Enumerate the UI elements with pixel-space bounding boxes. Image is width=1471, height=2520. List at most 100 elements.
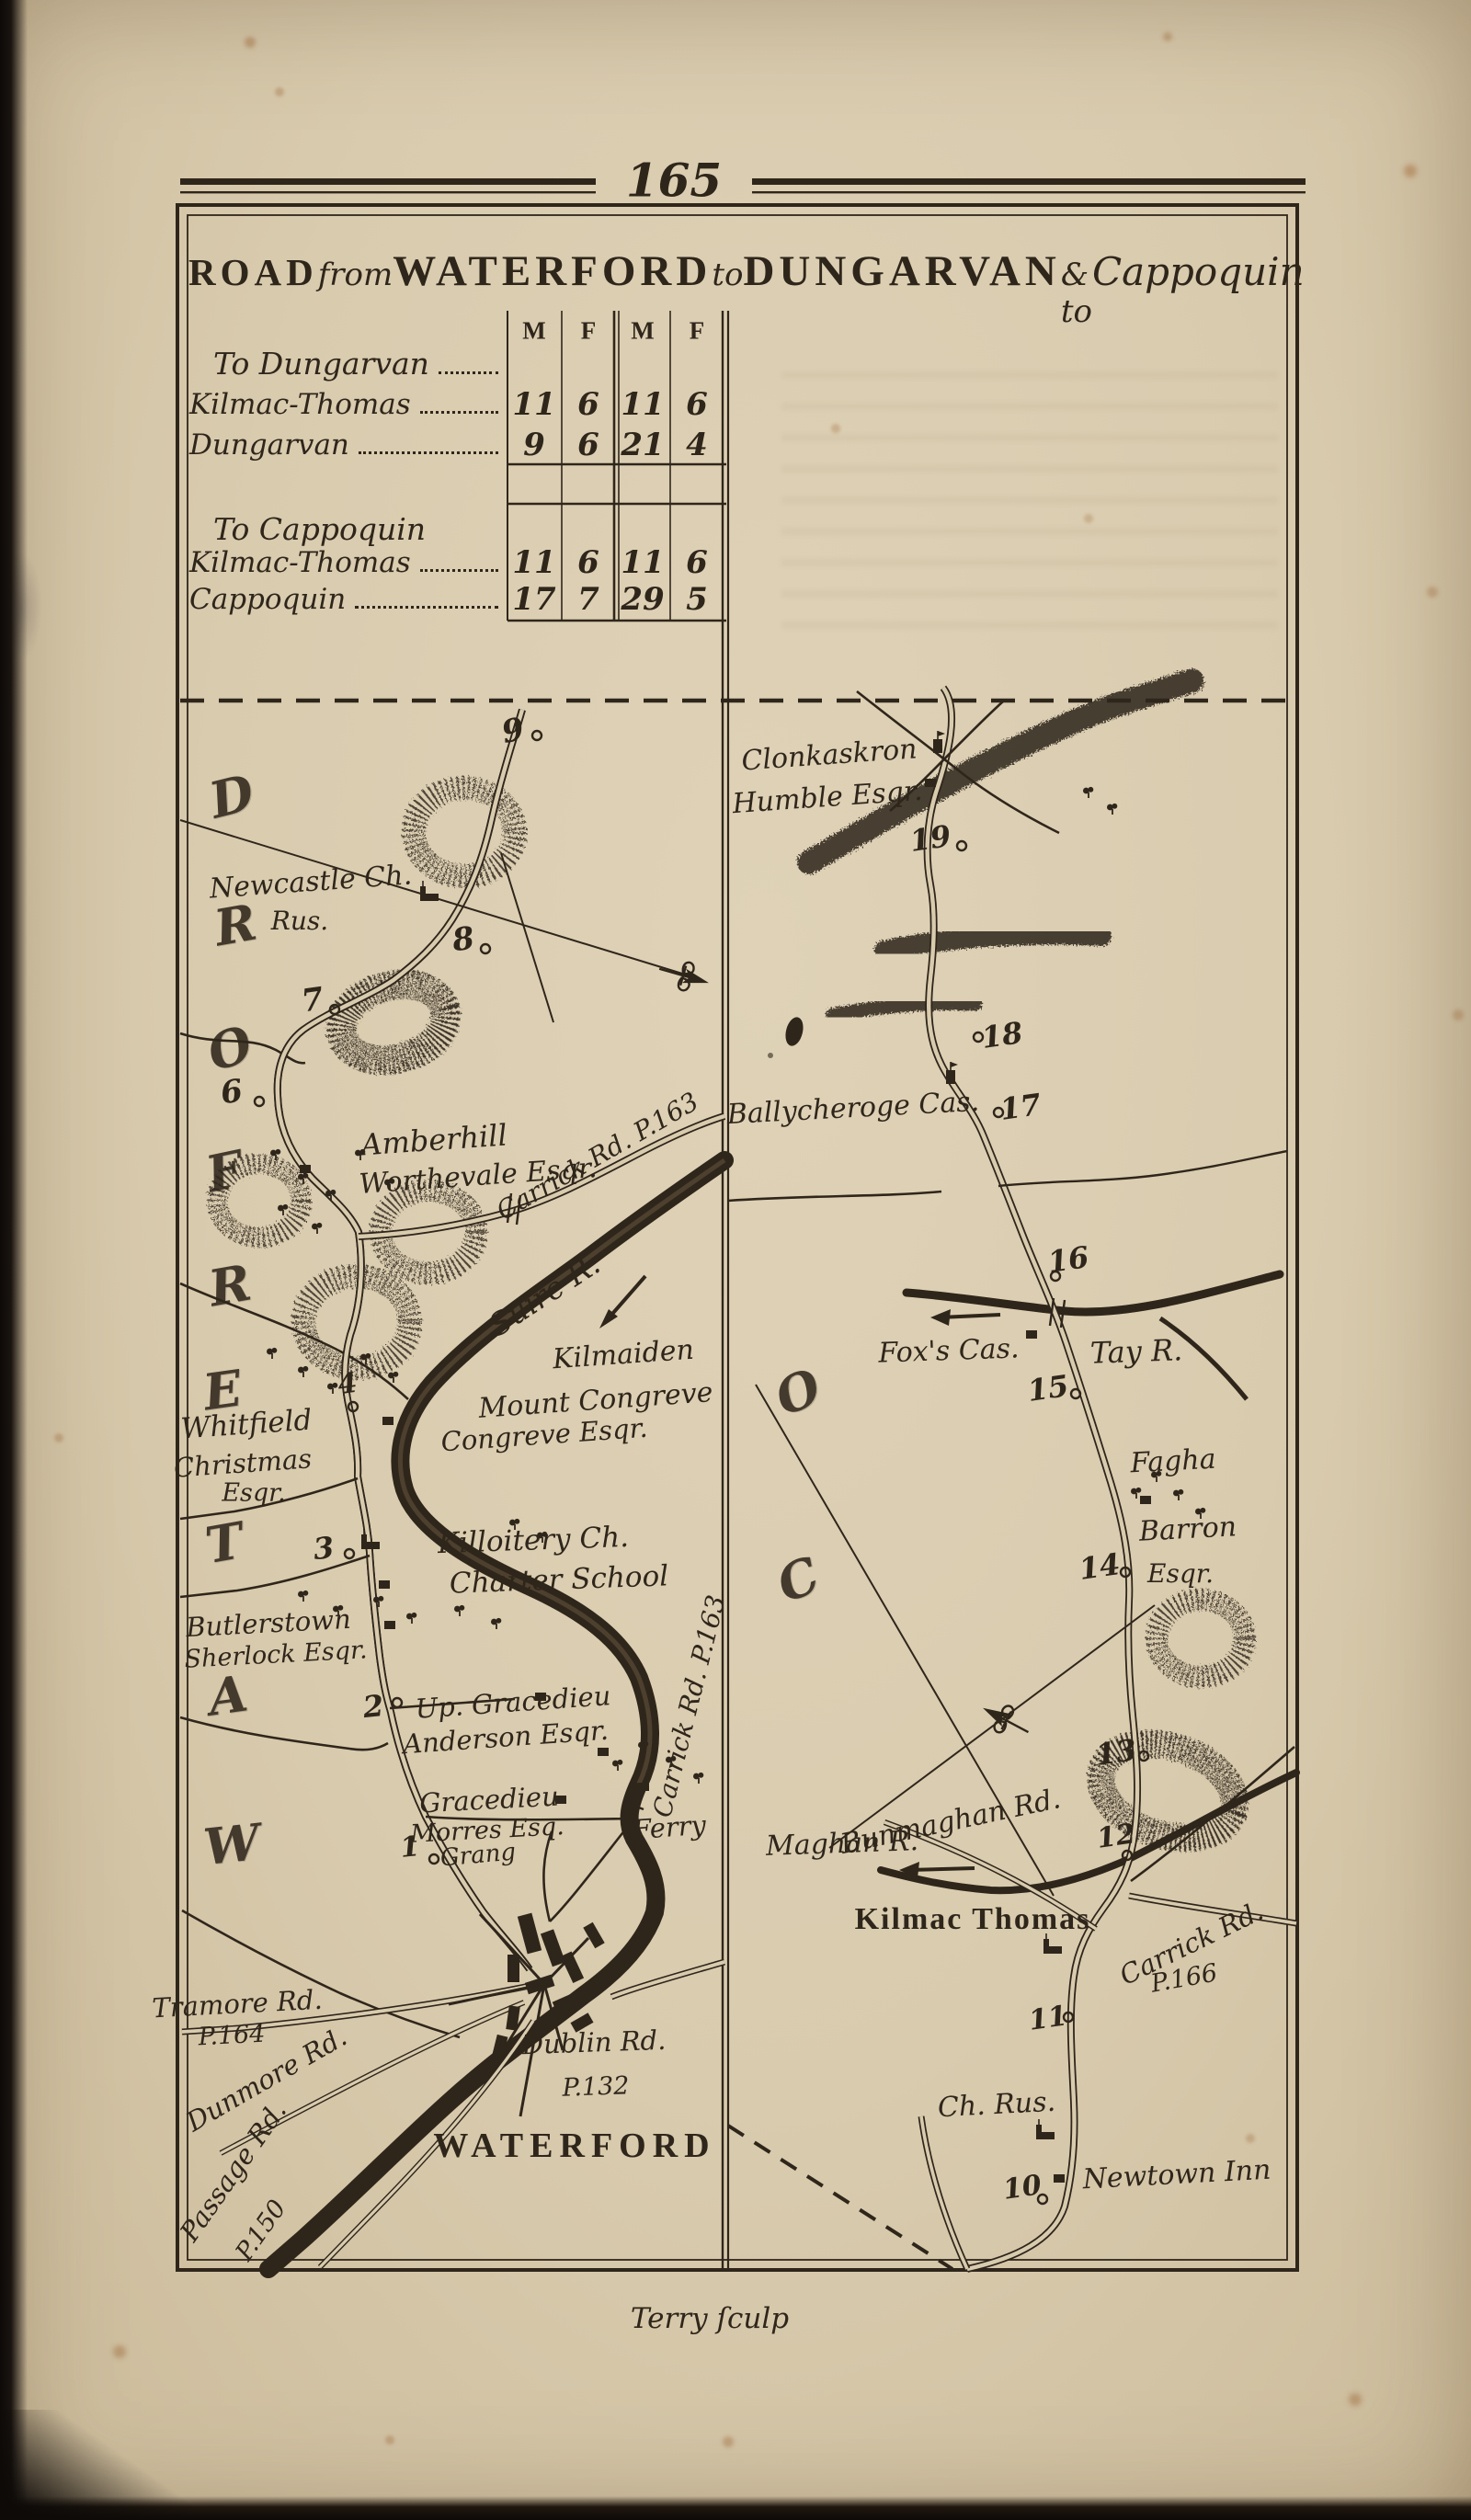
label-milestone-4: 4	[336, 1366, 359, 1402]
label-kilmac-thomas-town: Kilmac Thomas	[854, 1902, 1091, 1936]
label-milestone-17: 17	[998, 1087, 1043, 1127]
table-col-m2: M	[631, 316, 655, 345]
page-number: 165	[625, 153, 723, 208]
label-milestone-7: 7	[299, 980, 326, 1021]
county-letter-r1: R	[210, 892, 261, 958]
label-milestone-10: 10	[1000, 2169, 1044, 2206]
photo-edge-bottom	[0, 2496, 1471, 2520]
county-letter-r2: R	[204, 1252, 256, 1318]
table-value: 6	[577, 427, 599, 463]
table-value: 11	[512, 386, 556, 423]
ink-speck	[768, 1053, 773, 1058]
ink-blot	[785, 1017, 804, 1046]
bridge-marks	[506, 1192, 644, 1839]
table-value: 9	[523, 427, 545, 463]
river-highlight	[397, 1157, 726, 1785]
table-row-kilmacthomas-2: Kilmac-Thomas	[189, 542, 504, 583]
title-dungarvan: DUNGARVAN	[743, 247, 1061, 295]
milestone-circles-left	[253, 729, 543, 1865]
table-value: 17	[512, 581, 556, 618]
map-border	[176, 203, 1299, 2272]
table-col-m1: M	[522, 316, 546, 345]
left-strip-map	[179, 710, 734, 2278]
table-heading-cappoquin: To Cappoquin	[213, 511, 427, 547]
photo-edge-left	[0, 0, 28, 2520]
table-value: 7	[577, 581, 599, 618]
survey-line	[500, 852, 554, 1023]
title-waterford: WATERFORD	[393, 247, 713, 295]
county-letter-w: W	[200, 1812, 263, 1876]
table-value: 6	[577, 544, 599, 581]
label-milestone-12: 12	[1094, 1818, 1138, 1855]
bleedthrough-ghost	[781, 349, 1278, 653]
label-milestone-16: 16	[1045, 1239, 1091, 1280]
engraver-signature: Terry ſculp	[630, 2302, 790, 2335]
label-barron: Barron	[1138, 1511, 1237, 1548]
label-foxs-cas: Fox's Cas.	[877, 1332, 1021, 1370]
label-maghan-river: Maghan R.	[765, 1825, 919, 1863]
label-milestone-8: 8	[450, 919, 477, 960]
label-charter-school: Charter School	[449, 1559, 669, 1601]
flow-arrow-maghan	[899, 1862, 975, 1878]
milestone-circles-right	[955, 839, 1150, 2206]
table-col-f1: F	[580, 316, 597, 345]
table-value: 6	[577, 386, 599, 423]
label-milestone-3: 3	[311, 1529, 336, 1568]
label-ch-rus: Ch. Rus.	[937, 2085, 1056, 2125]
label-dublin-page: P.132	[562, 2071, 630, 2103]
photo-edge-wedge	[0, 2410, 202, 2520]
label-milestone-15: 15	[1025, 1368, 1071, 1408]
label-grang: Grang	[439, 1838, 518, 1873]
table-value: 11	[512, 544, 556, 581]
right-strip-map	[726, 668, 1300, 2273]
strip-divider	[721, 311, 730, 2269]
label-dublin-rd: Dublin Rd.	[521, 2024, 667, 2061]
table-value: 4	[686, 427, 708, 463]
table-value: 11	[621, 544, 665, 581]
label-tramore-page: P.164	[197, 2019, 267, 2052]
label-milestone-11: 11	[1026, 2000, 1070, 2037]
roads-left	[179, 710, 726, 2270]
table-col-f2: F	[689, 316, 705, 345]
label-newcastle-rus: Rus.	[270, 906, 329, 936]
table-value: 6	[686, 386, 708, 423]
label-amberhill: Amberhill	[359, 1117, 508, 1163]
table-value: 11	[621, 386, 665, 423]
label-fagha: Fagha	[1129, 1442, 1217, 1480]
label-tay-river: Tay R.	[1089, 1332, 1183, 1371]
title-from: from	[317, 257, 393, 293]
table-row-kilmacthomas-1: Kilmac-Thomas	[189, 384, 504, 425]
table-value: 5	[686, 581, 708, 618]
survey-line	[828, 1604, 1156, 1849]
label-waterford-city: WATERFORD	[433, 2127, 716, 2165]
label-barron-esq: Esqr.	[1147, 1558, 1214, 1589]
label-killoitery: Killoitery Ch.	[437, 1520, 630, 1561]
label-milestone-1: 1	[398, 1830, 422, 1864]
bridge-marks	[1048, 1297, 1066, 1328]
title-cappoquin: Cappoquin	[1091, 249, 1305, 294]
label-christmas-esq: Esqr.	[222, 1478, 286, 1508]
map-title: ROAD from WATERFORD to DUNGARVAN & to Ca…	[188, 246, 1305, 330]
label-milestone-19: 19	[907, 818, 953, 859]
survey-line	[755, 1384, 1055, 1897]
top-rule	[180, 178, 1306, 194]
ridge-hachures	[797, 668, 1256, 1853]
label-milestone-13: 13	[1093, 1732, 1139, 1773]
county-boundary-dashed	[726, 2124, 954, 2271]
title-amp-to: & to	[1060, 257, 1092, 330]
label-milestone-18: 18	[979, 1015, 1025, 1055]
title-road: ROAD	[188, 251, 318, 293]
flow-arrow-suir	[599, 1274, 647, 1328]
table-heading-dungarvan: To Dungarvan	[213, 344, 504, 384]
label-milestone-2: 2	[360, 1687, 386, 1726]
table-value: 29	[621, 581, 665, 618]
table-value: 6	[686, 544, 708, 581]
label-gracedieu: Gracedieu	[418, 1780, 560, 1819]
table-grid	[507, 311, 726, 622]
table-row-cappoquin: Cappoquin	[189, 579, 504, 620]
tree-icons-right	[1082, 786, 1207, 1520]
compass-fleur-icon	[654, 953, 714, 998]
